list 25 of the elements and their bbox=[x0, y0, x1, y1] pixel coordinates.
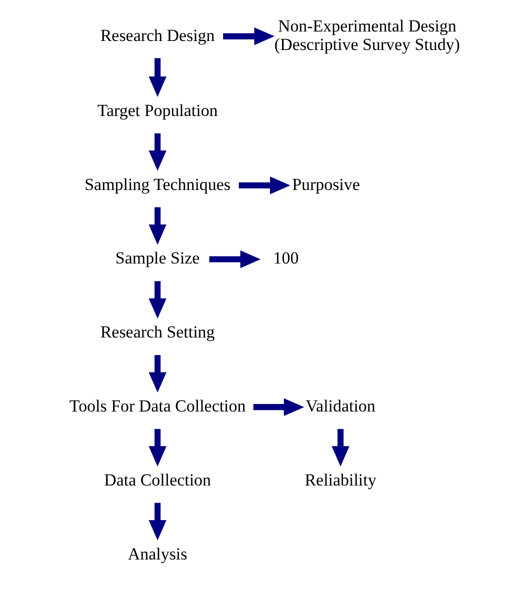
node-text: Research Setting bbox=[100, 322, 215, 342]
arrow bbox=[148, 207, 166, 245]
node-text: Research Design bbox=[100, 26, 215, 45]
arrow bbox=[332, 428, 350, 466]
arrow bbox=[148, 428, 166, 466]
arrow bbox=[148, 355, 166, 393]
arrow bbox=[223, 27, 275, 46]
node-text: Target Population bbox=[97, 100, 218, 120]
node-text: Validation bbox=[306, 396, 376, 416]
node-text: Sample Size bbox=[115, 248, 200, 268]
arrow bbox=[209, 250, 261, 268]
node-text: 100 bbox=[273, 248, 299, 268]
arrow bbox=[148, 58, 166, 97]
arrow bbox=[238, 176, 290, 194]
node-text: Tools For Data Collection bbox=[69, 396, 246, 416]
node-text: Purposive bbox=[292, 174, 360, 194]
arrow bbox=[148, 133, 166, 171]
node-text: Data Collection bbox=[104, 470, 212, 490]
arrow bbox=[148, 502, 166, 540]
arrow bbox=[148, 281, 166, 319]
node-text: Non-Experimental Design (Descriptive Survey Study) bbox=[274, 16, 460, 54]
arrow bbox=[253, 398, 304, 416]
node-text: Analysis bbox=[128, 544, 188, 564]
node-text: Sampling Techniques bbox=[84, 174, 231, 194]
node-text: Reliability bbox=[304, 470, 376, 490]
